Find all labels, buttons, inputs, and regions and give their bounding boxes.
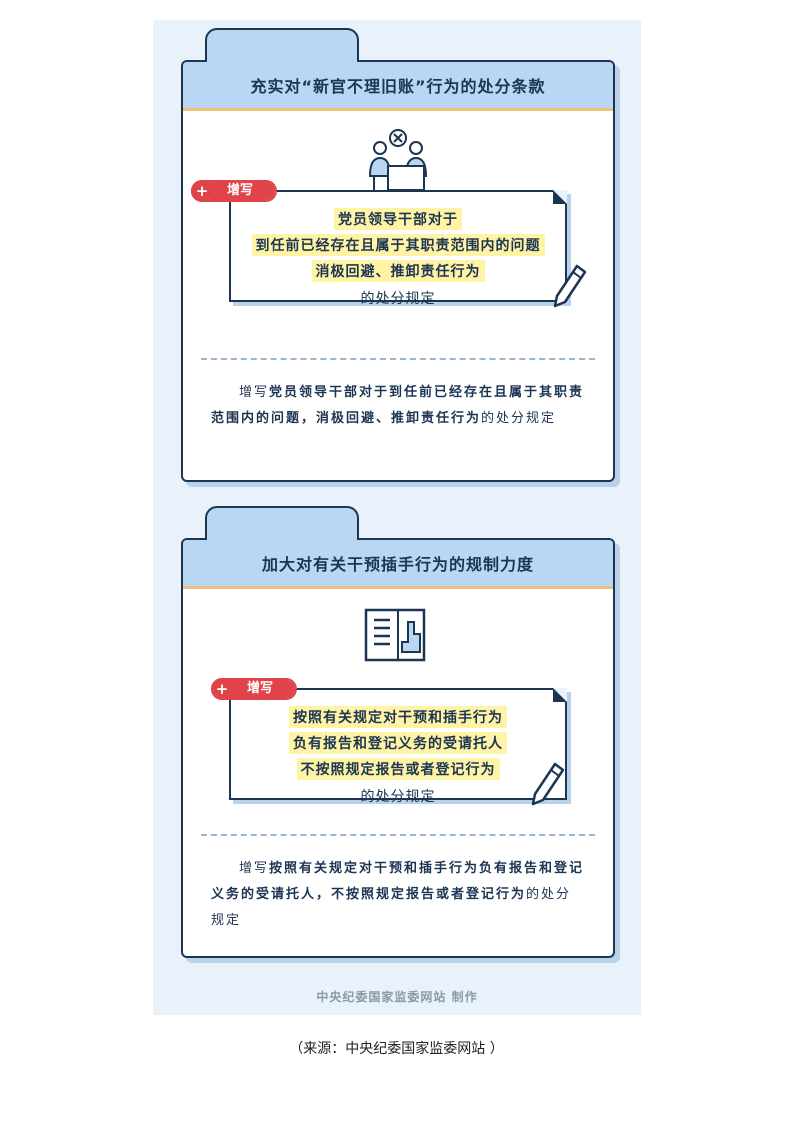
paper-line: 不按照规定报告或者登记行为: [296, 758, 500, 780]
pencil-icon: [531, 762, 565, 806]
desc-tail: 的处分规定: [481, 411, 557, 426]
paper-line: 党员领导干部对于: [334, 208, 462, 230]
paper-plain-line: 的处分规定: [360, 789, 436, 805]
paper-fold: [553, 688, 567, 702]
card-interference: 加大对有关干预插手行为的规制力度 按照有关规定对干预和插手行为 负有报告和登记义…: [181, 506, 615, 958]
source-caption: （来源：中央纪委国家监委网站 ）: [289, 1041, 504, 1057]
plus-icon: +: [191, 180, 213, 202]
paper-plain-line: 的处分规定: [360, 291, 436, 307]
paper-line: 到任前已经存在且属于其职责范围内的问题: [251, 234, 545, 256]
desc-bold: 按照有关规定对干预和插手行为负有报告和登记义务的受请托人，不按照规定报告或者登记…: [211, 861, 585, 902]
highlight-paper: 按照有关规定对干预和插手行为 负有报告和登记义务的受请托人 不按照规定报告或者登…: [229, 688, 567, 805]
badge-label: 增写: [209, 182, 275, 200]
desc-lead: 增写: [239, 861, 270, 876]
meeting-people-icon: [368, 129, 428, 192]
paper-line: 消极回避、推卸责任行为: [311, 260, 485, 282]
card-description: 增写按照有关规定对干预和插手行为负有报告和登记义务的受请托人，不按照规定报告或者…: [211, 856, 585, 934]
desc-lead: 增写: [239, 385, 270, 400]
credit-text: 中央纪委国家监委网站 制作: [316, 990, 478, 1004]
plus-icon: +: [211, 678, 233, 700]
paper-fold: [553, 190, 567, 204]
card-title: 充实对“新官不理旧账”行为的处分条款: [183, 62, 613, 111]
added-badge: + 增写: [191, 180, 277, 202]
card-tab: [205, 28, 359, 66]
divider: [201, 834, 595, 836]
infographic-poster: 充实对“新官不理旧账”行为的处分条款 党员领导干部对于 到任前已经存在且属于其职…: [153, 20, 641, 1015]
desc-bold: 党员领导干部对于到任前已经存在且属于其职责范围内的问题，消极回避、推卸责任行为: [211, 385, 585, 426]
desc-tail: 的处分规定: [211, 887, 572, 928]
highlight-paper: 党员领导干部对于 到任前已经存在且属于其职责范围内的问题 消极回避、推卸责任行为…: [229, 190, 567, 307]
added-badge: + 增写: [211, 678, 297, 700]
badge-label: 增写: [229, 680, 295, 698]
card-description: 增写党员领导干部对于到任前已经存在且属于其职责范围内的问题，消极回避、推卸责任行…: [211, 380, 585, 432]
document-hand-icon: [364, 608, 426, 662]
paper-line: 负有报告和登记义务的受请托人: [289, 732, 507, 754]
paper-line: 按照有关规定对干预和插手行为: [289, 706, 507, 728]
divider: [201, 358, 595, 360]
card-title: 加大对有关干预插手行为的规制力度: [183, 540, 613, 589]
card-new-official: 充实对“新官不理旧账”行为的处分条款 党员领导干部对于 到任前已经存在且属于其职…: [181, 28, 615, 482]
card-tab: [205, 506, 359, 544]
pencil-icon: [553, 264, 587, 308]
